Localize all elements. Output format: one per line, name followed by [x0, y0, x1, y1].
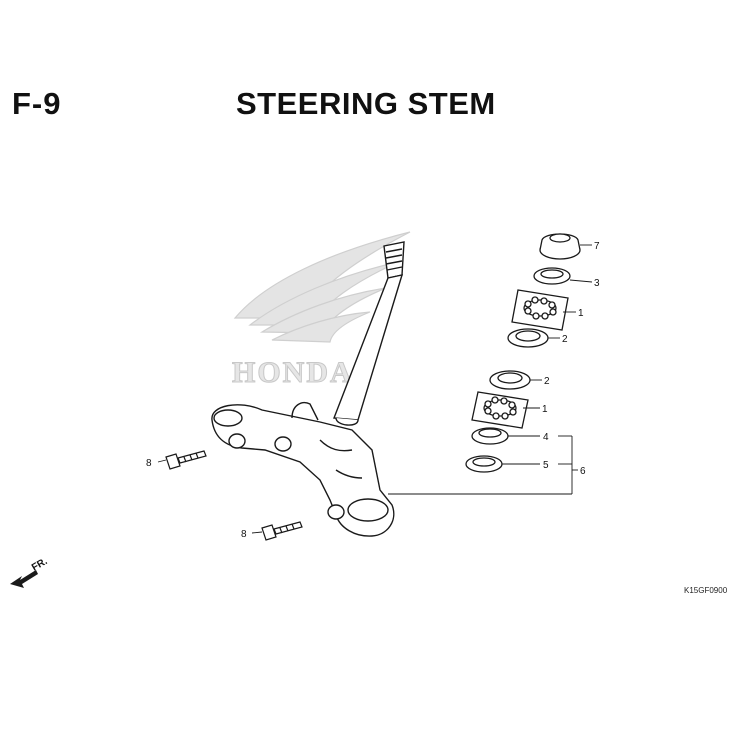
honda-wing-logo-icon — [233, 231, 411, 343]
parts-stack — [465, 233, 581, 473]
callout-2-upper: 2 — [562, 334, 568, 345]
callout-8-upper: 8 — [146, 458, 152, 469]
drawing-code: K15GF0900 — [684, 586, 728, 595]
section-code: F-9 — [12, 86, 62, 121]
bolt-8-upper — [165, 450, 207, 470]
callout-1-lower: 1 — [542, 404, 548, 415]
bearing-balls-1-lower — [471, 391, 529, 429]
callout-5: 5 — [543, 460, 549, 471]
callout-4: 4 — [543, 432, 549, 443]
callout-2-lower: 2 — [544, 376, 550, 387]
bottom-bridge — [211, 401, 395, 537]
dust-seal-3 — [533, 267, 571, 285]
honda-watermark-text: HONDA — [232, 356, 354, 389]
seal-5 — [465, 455, 503, 473]
callout-3: 3 — [594, 278, 600, 289]
bearing-race-4 — [471, 427, 509, 445]
bearing-balls-1-upper — [511, 289, 569, 331]
leader-lines — [157, 244, 593, 534]
steering-stem-shaft — [333, 241, 405, 426]
callout-6: 6 — [580, 466, 586, 477]
callout-1-upper: 1 — [578, 308, 584, 319]
front-indicator-label: FR. — [30, 556, 50, 574]
callout-7: 7 — [594, 241, 600, 252]
bearing-race-2-lower — [489, 370, 531, 390]
bearing-race-2-upper — [507, 328, 549, 348]
page-title: STEERING STEM — [236, 86, 496, 121]
arrow-left-down-icon — [10, 570, 38, 588]
bolt-8-lower — [261, 521, 303, 541]
callout-8-lower: 8 — [241, 529, 247, 540]
stem-nut-7 — [539, 233, 581, 260]
